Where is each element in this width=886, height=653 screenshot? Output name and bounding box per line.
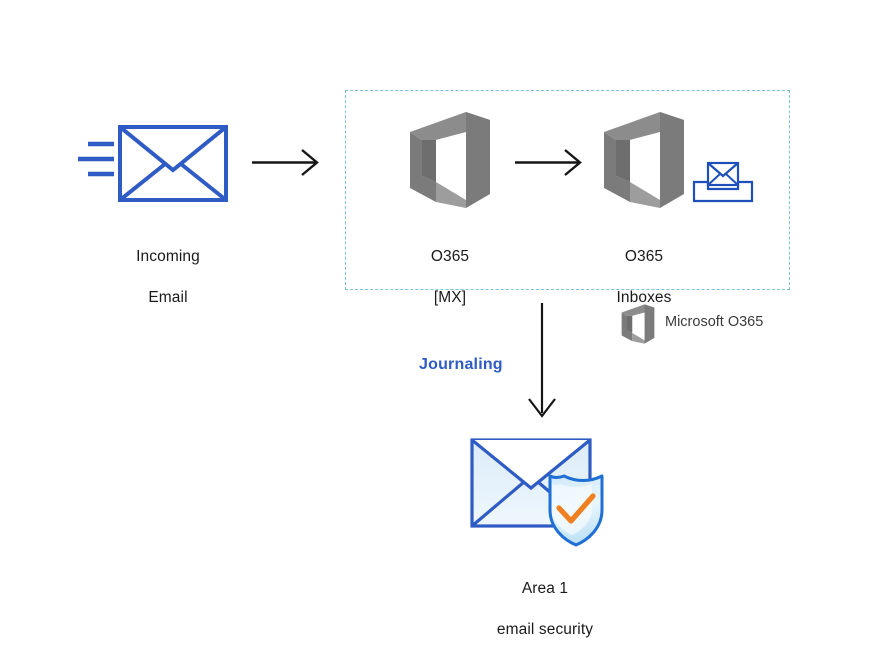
arrow-right-icon (252, 149, 319, 176)
o365-mx-caption: O365 [MX] (380, 226, 520, 329)
o365-boundary-zone (345, 90, 790, 290)
area1-caption: Area 1 email security (470, 558, 620, 653)
inbox-tray-envelope-icon (692, 161, 754, 203)
inbox-tray-badge[interactable] (692, 158, 754, 204)
edge-incoming-to-mx (252, 145, 327, 180)
o365-inboxes-label-line1: O365 (624, 247, 664, 265)
office-365-door-icon (621, 304, 655, 344)
incoming-email-label-line2: Email (148, 288, 188, 306)
arrow-down-icon (528, 303, 556, 418)
o365-inboxes-node[interactable] (600, 110, 688, 210)
o365-inboxes-caption: O365 Inboxes (574, 226, 714, 329)
office-365-door-icon (410, 112, 490, 208)
o365-mx-label-line2: [MX] (433, 288, 467, 306)
journaling-edge-label: Journaling (419, 356, 503, 373)
edge-mx-to-inboxes (515, 145, 590, 180)
arrow-right-icon (515, 149, 582, 176)
area1-email-security-node[interactable] (466, 432, 626, 550)
office-365-door-icon (604, 112, 684, 208)
o365-mx-label-line1: O365 (430, 247, 470, 265)
incoming-email-node[interactable] (70, 118, 235, 208)
area1-label-line1: Area 1 (521, 579, 569, 597)
o365-inboxes-label-line2: Inboxes (616, 288, 672, 306)
incoming-email-label-line1: Incoming (136, 247, 200, 265)
legend-label: Microsoft O365 (665, 314, 764, 330)
edge-inboxes-to-area1 (522, 303, 562, 421)
incoming-email-caption: Incoming Email (98, 226, 238, 329)
o365-mx-node[interactable] (406, 110, 494, 210)
area1-label-line2: email security (496, 620, 594, 638)
envelope-with-motion-lines-icon (78, 125, 228, 202)
secure-email-shield-icon (470, 438, 604, 547)
legend-icon-wrapper (620, 303, 656, 345)
